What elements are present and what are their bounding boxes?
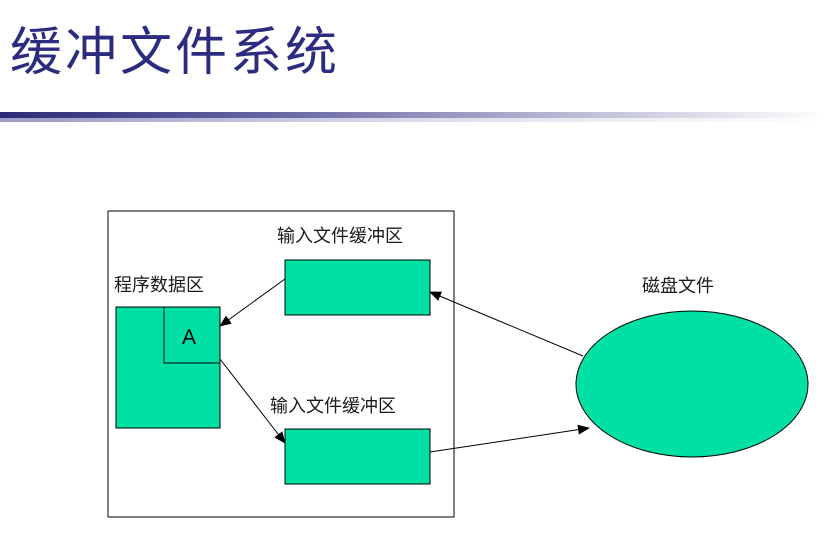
title-underline — [0, 112, 827, 122]
arrow-input-buffer-to-variable — [219, 278, 286, 327]
arrow-output-buffer-to-disk — [429, 424, 590, 453]
program-data-area-label: 程序数据区 — [114, 275, 204, 296]
output-buffer-label: 输入文件缓冲区 — [270, 396, 396, 417]
disk-file-label: 磁盘文件 — [642, 276, 714, 297]
output-buffer-box — [284, 428, 431, 485]
arrow-disk-to-input-buffer — [429, 291, 584, 357]
arrow-variable-to-output-buffer — [219, 358, 286, 444]
variable-a-label: A — [182, 326, 196, 349]
disk-file-ellipse — [575, 310, 809, 458]
variable-a-box — [163, 306, 221, 364]
slide-title: 缓冲文件系统 — [10, 23, 341, 83]
input-buffer-label: 输入文件缓冲区 — [277, 226, 403, 247]
input-buffer-box — [284, 259, 431, 316]
